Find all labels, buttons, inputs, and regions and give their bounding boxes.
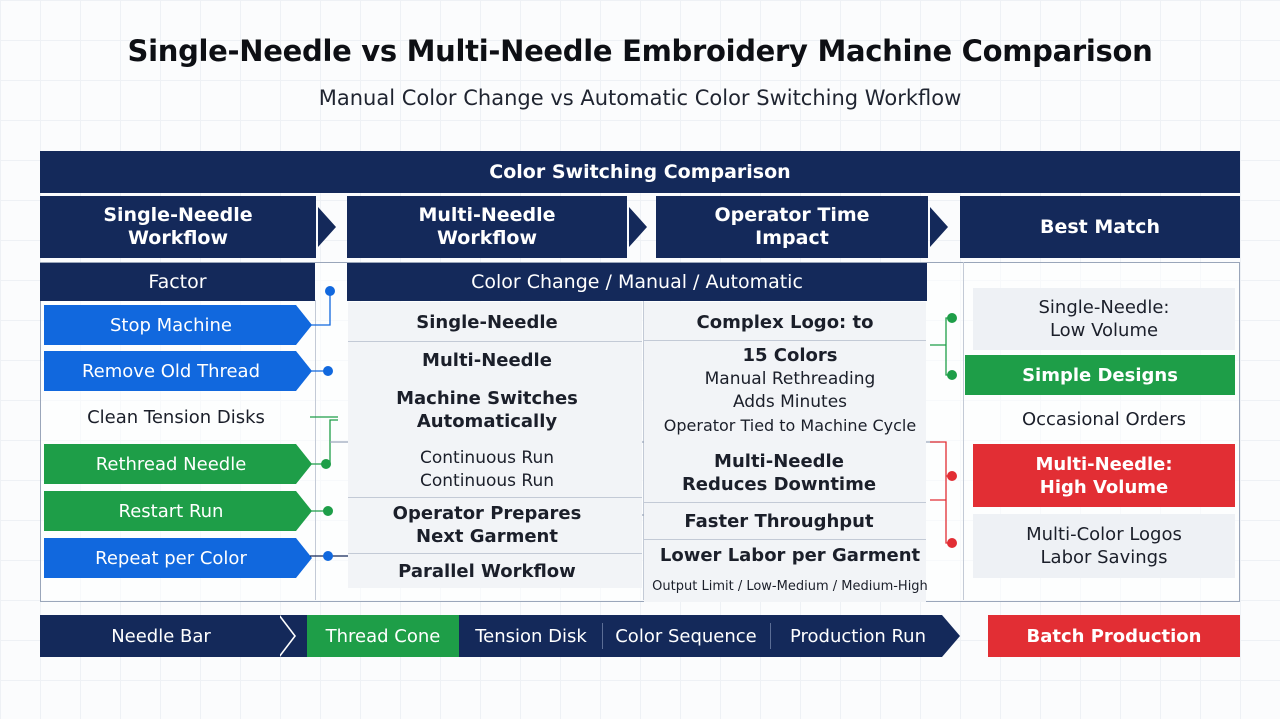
row-separator: [348, 341, 642, 342]
best-multi-line1: Multi-Needle:: [1035, 453, 1173, 475]
cell-machine-switches: Machine Switches Automatically: [348, 384, 626, 436]
header-single-line2: Workflow: [127, 227, 229, 249]
header-operator-line1: Operator Time: [714, 204, 870, 226]
bar-production-run: Production Run: [789, 625, 926, 647]
row-separator: [644, 340, 926, 341]
cell-operator-tied: Operator Tied to Machine Cycle: [663, 416, 917, 435]
column-divider: [963, 262, 964, 600]
row-separator: [348, 553, 642, 554]
cell-output-limit: Output Limit / Low-Medium / Medium-High: [652, 578, 928, 594]
bar-color-sequence: Color Sequence: [615, 625, 757, 647]
row-separator: [348, 497, 642, 498]
best-single-line2: Low Volume: [1049, 320, 1159, 341]
step-repeat-per-color: Repeat per Color: [44, 538, 312, 578]
best-multi-color-logos: Multi-Color Logos Labor Savings: [973, 514, 1235, 578]
bar-divider: [770, 623, 771, 649]
best-single-line1: Single-Needle:: [1038, 297, 1170, 318]
bar-tension-disk: Tension Disk: [475, 625, 587, 647]
comparison-banner: Color Switching Comparison: [40, 151, 1240, 193]
cell-continuous-run: Continuous Run Continuous Run: [348, 446, 626, 494]
row-separator: [644, 539, 926, 540]
row-separator: [644, 502, 926, 503]
bar-chevron-icon: [278, 615, 294, 657]
bar-divider: [602, 623, 603, 649]
header-operator-line2: Impact: [755, 227, 829, 249]
bar-needle-bar: Needle Bar: [111, 625, 211, 647]
cell-adds-minutes: Adds Minutes: [732, 392, 848, 412]
header-single-needle-workflow: Single-Needle Workflow: [40, 196, 316, 258]
header-arrow-icon: [629, 207, 647, 247]
cell-switches-line2: Automatically: [416, 411, 558, 432]
cell-prepares-line1: Operator Prepares: [392, 503, 582, 524]
column-divider: [643, 300, 644, 600]
best-single-needle-low-volume: Single-Needle: Low Volume: [973, 288, 1235, 350]
cell-reduces-line1: Multi-Needle: [714, 451, 844, 472]
best-multi-line2: High Volume: [1039, 476, 1169, 498]
cell-prepares-line2: Next Garment: [416, 526, 558, 547]
header-multi-needle-workflow: Multi-Needle Workflow: [347, 196, 627, 258]
best-logos-line1: Multi-Color Logos: [1026, 524, 1182, 545]
bottom-process-bar: [40, 615, 960, 657]
cell-faster-throughput: Faster Throughput: [684, 510, 874, 532]
bar-thread-cone: Thread Cone: [307, 615, 459, 657]
step-remove-old-thread: Remove Old Thread: [44, 351, 312, 391]
multi-column-background: [348, 302, 642, 588]
best-multi-needle-high-volume: Multi-Needle: High Volume: [973, 444, 1235, 507]
page-subtitle: Manual Color Change vs Automatic Color S…: [318, 86, 962, 110]
cell-continuous-line2: Continuous Run: [419, 471, 555, 491]
header-multi-line1: Multi-Needle: [418, 204, 556, 226]
header-best-match: Best Match: [960, 196, 1240, 258]
header-single-line1: Single-Needle: [103, 204, 253, 226]
header-arrow-icon: [318, 207, 336, 247]
cell-reduces-downtime: Multi-Needle Reduces Downtime: [644, 449, 914, 497]
header-multi-line2: Workflow: [436, 227, 538, 249]
best-logos-line2: Labor Savings: [1040, 547, 1168, 568]
cell-15-colors: 15 Colors: [742, 344, 838, 366]
best-occasional-orders: Occasional Orders: [1021, 408, 1187, 430]
cell-continuous-line1: Continuous Run: [419, 448, 555, 468]
best-simple-designs: Simple Designs: [965, 355, 1235, 395]
factor-header: Factor: [40, 263, 315, 301]
cell-multi-needle: Multi-Needle: [422, 349, 552, 371]
step-rethread-needle: Rethread Needle: [44, 444, 312, 484]
cell-lower-labor: Lower Labor per Garment: [659, 544, 921, 566]
cell-reduces-line2: Reduces Downtime: [681, 474, 877, 495]
operator-column-background: [644, 302, 926, 602]
column-divider: [315, 300, 316, 600]
step-restart-run: Restart Run: [44, 491, 312, 531]
cell-single-needle: Single-Needle: [416, 311, 558, 333]
step-clean-tension-disks: Clean Tension Disks: [87, 406, 265, 428]
cell-complex-logo: Complex Logo: to: [696, 311, 874, 333]
cell-switches-line1: Machine Switches: [396, 388, 578, 409]
cell-manual-rethreading: Manual Rethreading: [704, 369, 876, 389]
color-change-header: Color Change / Manual / Automatic: [347, 263, 927, 301]
page-title: Single-Needle vs Multi-Needle Embroidery…: [127, 34, 1153, 68]
header-operator-time-impact: Operator Time Impact: [656, 196, 928, 258]
cell-operator-prepares: Operator Prepares Next Garment: [348, 501, 626, 549]
step-stop-machine: Stop Machine: [44, 305, 312, 345]
header-arrow-icon: [930, 207, 948, 247]
cell-parallel-workflow: Parallel Workflow: [398, 560, 576, 582]
bar-batch-production: Batch Production: [988, 615, 1240, 657]
